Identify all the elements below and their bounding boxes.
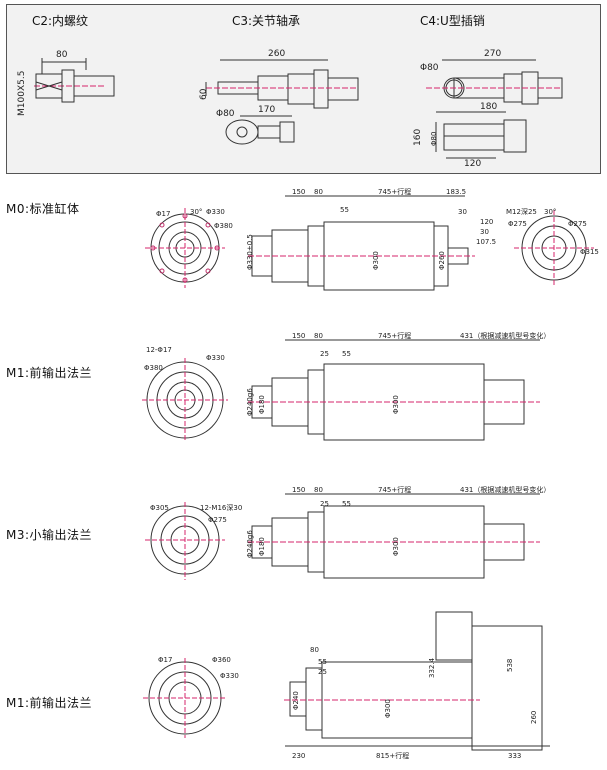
c3-dim-h: 60: [199, 88, 209, 100]
section-label-m1b: M1:前输出法兰: [6, 696, 93, 710]
m3-front-top: 12-M16深30: [200, 503, 242, 512]
m0-d183: 183.5: [446, 188, 466, 196]
m0-right-dia1: Φ275: [508, 220, 527, 228]
m3-stroke: 745+行程: [378, 485, 411, 494]
m3-d55: 55: [342, 500, 351, 508]
m1-d55: 55: [342, 350, 351, 358]
m1-d240: Φ240g6: [246, 388, 254, 416]
m0-d150: 150: [292, 188, 305, 196]
m0-d260: Φ260: [438, 251, 446, 270]
m1b-front-dia-small: Φ17: [158, 656, 172, 664]
m1-stroke: 745+行程: [378, 331, 411, 340]
m1b-d260: 260: [530, 711, 538, 724]
m0-d30: 30: [458, 208, 467, 216]
c2-dim-len: 80: [56, 50, 68, 60]
m3-d80: 80: [314, 486, 323, 494]
m1b-d230: 230: [292, 752, 305, 760]
m3-d300: Φ300: [392, 537, 400, 556]
m1-front-top: 12-Φ17: [146, 346, 172, 354]
m1-d180: Φ180: [258, 395, 266, 414]
m3-drawing: 12-M16深30 Φ305 Φ275 150 80 745+行程 431（根据…: [145, 485, 550, 580]
m1-d80: 80: [314, 332, 323, 340]
m1-d150: 150: [292, 332, 305, 340]
accessory-drawings: 80 M100X5.5 260 60 170 Φ80 270 Φ80 180 1…: [17, 49, 563, 169]
m1-d25: 25: [320, 350, 329, 358]
m0-d330: Φ330±0.5: [246, 234, 254, 270]
m1b-d300: Φ300: [384, 699, 392, 718]
c2-dim-thread: M100X5.5: [17, 71, 27, 116]
m3-front-dia2: Φ275: [208, 516, 227, 524]
m1b-d538: 538: [506, 659, 514, 672]
m1b-front-dia1: Φ360: [212, 656, 231, 664]
m3-d431: 431（根据减速机型号变化）: [460, 485, 550, 494]
c3-dim-len2: 170: [258, 105, 275, 115]
m1-front-dia2: Φ380: [144, 364, 163, 372]
m3-front-dia1: Φ305: [150, 504, 169, 512]
m0-right-dia2: Φ275: [568, 220, 587, 228]
c4-title: C4:U型插销: [420, 14, 485, 28]
c4-dim-h: 160: [413, 129, 423, 146]
m0-d120: 120: [480, 218, 493, 226]
m3-d240: Φ240g6: [246, 530, 254, 558]
m1-d431: 431（根据减速机型号变化）: [460, 331, 550, 340]
m0-stroke: 745+行程: [378, 187, 411, 196]
m1b-d25: 25: [318, 668, 327, 676]
m3-d25: 25: [320, 500, 329, 508]
c3-title: C3:关节轴承: [232, 14, 301, 28]
m1b-d80: 80: [310, 646, 319, 654]
m1b-stroke: 815+行程: [376, 751, 409, 760]
m0-d107: 107.5: [476, 238, 496, 246]
c4-dim-len: 270: [484, 49, 501, 59]
m0-front-angle: 30°: [190, 208, 202, 216]
m1b-d240: Φ240: [292, 691, 300, 710]
m1-d300: Φ300: [392, 395, 400, 414]
c4-dim-slot: Φ80: [430, 132, 438, 146]
m0-front-dia1: Φ330: [206, 208, 225, 216]
section-label-m3: M3:小输出法兰: [6, 528, 93, 542]
m0-d55: 55: [340, 206, 349, 214]
c3-dim-len: 260: [268, 49, 285, 59]
c4-dim-dia: Φ80: [420, 63, 439, 73]
m1-front-dia1: Φ330: [206, 354, 225, 362]
m0-d30b: 30: [480, 228, 489, 236]
section-label-m1: M1:前输出法兰: [6, 366, 93, 380]
m1-drawing: 12-Φ17 Φ330 Φ380 150 80 745+行程 431（根据减速机…: [142, 331, 550, 442]
m0-right-dia-small: M12深25: [506, 207, 537, 216]
m3-d150: 150: [292, 486, 305, 494]
m0-right-dia3: Φ315: [580, 248, 599, 256]
c4-dim-len2: 180: [480, 102, 497, 112]
m1b-d332: 332.4: [428, 657, 436, 678]
m0-front-dia-small: Φ17: [156, 210, 170, 218]
m0-front-dia2: Φ380: [214, 222, 233, 230]
c3-dim-dia: Φ80: [216, 109, 235, 119]
m0-right-angle: 30°: [544, 208, 556, 216]
m3-d180: Φ180: [258, 537, 266, 556]
m1b-d55: 55: [318, 658, 327, 666]
m0-d80: 80: [314, 188, 323, 196]
m1b-front-dia2: Φ330: [220, 672, 239, 680]
c4-dim-w: 120: [464, 159, 481, 169]
m1b-drawing: Φ17 Φ360 Φ330 80 55 25 230 815+行程 333 33…: [143, 611, 550, 760]
accessory-panel: [6, 4, 601, 174]
c2-title: C2:内螺纹: [32, 14, 89, 28]
section-label-m0: M0:标准缸体: [6, 202, 80, 216]
m0-drawing: 30° Φ17 Φ330 Φ380 150 80 745+行程 183.5 30…: [145, 187, 599, 291]
m1b-d333: 333: [508, 752, 521, 760]
m0-d300: Φ300: [372, 251, 380, 270]
